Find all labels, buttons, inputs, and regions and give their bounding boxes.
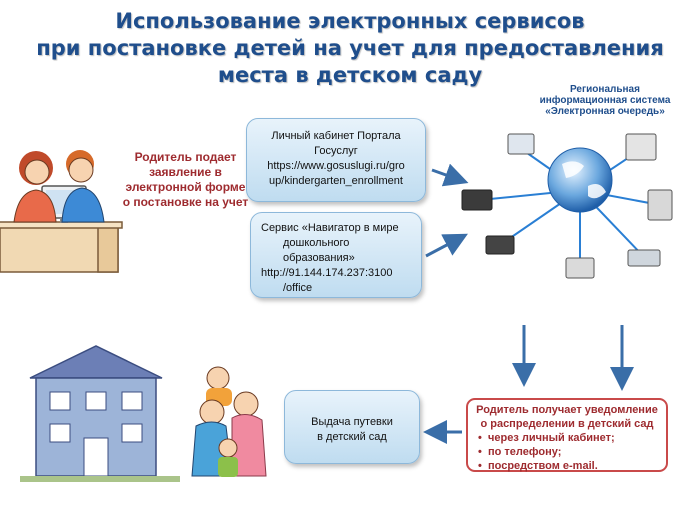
arrow-navigator-to-system bbox=[425, 233, 468, 258]
caption-line: электронной форме bbox=[125, 180, 246, 194]
gosuslugi-portal-box: Личный кабинет Портала Госуслуг https://… bbox=[246, 118, 426, 202]
title-line: места в детском саду bbox=[217, 63, 483, 87]
caption-line: Родитель подает bbox=[134, 150, 237, 164]
navigator-service-box: Сервис «Навигатор в мире дошкольного обр… bbox=[250, 212, 422, 298]
caption-line: о постановке на учет bbox=[122, 195, 249, 209]
list-item: посредством e-mail. bbox=[478, 459, 660, 473]
box-line: Личный кабинет Портала bbox=[271, 130, 401, 142]
box-line: образования» bbox=[283, 252, 355, 264]
arrow-portal-to-system bbox=[431, 163, 469, 187]
notify-title-line: Родитель получает уведомление bbox=[476, 404, 658, 416]
caption-line: информационная система bbox=[539, 95, 671, 106]
navigator-link-cont[interactable]: /office bbox=[283, 282, 313, 294]
kindergarten-building-illustration bbox=[20, 345, 180, 482]
portal-link-cont[interactable]: up/kindergarten_enrollment bbox=[269, 175, 403, 187]
page-title: Использование электронных сервисов при п… bbox=[0, 8, 700, 89]
portal-link[interactable]: https://www.gosuslugi.ru/gro bbox=[267, 160, 405, 172]
network-illustration bbox=[461, 133, 673, 279]
caption-line: Региональная bbox=[570, 84, 640, 95]
box-line: Сервис «Навигатор в мире bbox=[261, 222, 399, 234]
box-line: Выдача путевки bbox=[311, 416, 393, 428]
box-line: дошкольного bbox=[283, 237, 350, 249]
navigator-link[interactable]: http://91.144.174.237:3100 bbox=[261, 267, 393, 279]
notify-title-line: о распределении в детский сад bbox=[480, 418, 654, 430]
flow-arrows bbox=[423, 163, 634, 444]
notify-channel-list: через личный кабинет; по телефону; посре… bbox=[474, 431, 660, 473]
list-item: через личный кабинет; bbox=[478, 431, 660, 445]
box-line: в детский сад bbox=[317, 431, 387, 443]
title-line: Использование электронных сервисов bbox=[115, 9, 585, 33]
caption-line: заявление в bbox=[149, 165, 222, 179]
title-line: при постановке детей на учет для предост… bbox=[36, 36, 664, 60]
box-line: Госуслуг bbox=[314, 145, 358, 157]
parent-application-caption: Родитель подает заявление в электронной … bbox=[118, 150, 253, 210]
parents-computer-illustration bbox=[0, 150, 123, 273]
list-item: по телефону; bbox=[478, 445, 660, 459]
caption-line: «Электронная очередь» bbox=[545, 106, 665, 117]
voucher-issue-box: Выдача путевки в детский сад bbox=[284, 390, 420, 464]
family-illustration bbox=[191, 366, 267, 477]
notification-box: Родитель получает уведомление о распреде… bbox=[466, 398, 668, 473]
region-system-caption: Региональная информационная система «Эле… bbox=[520, 84, 690, 117]
